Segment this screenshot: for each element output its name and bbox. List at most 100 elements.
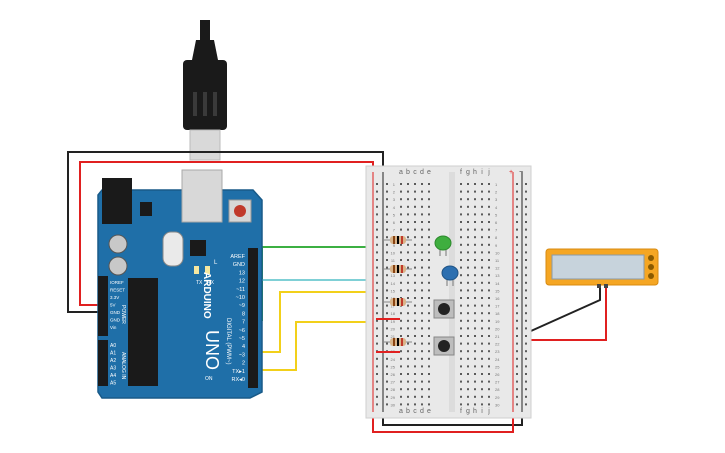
breadboard-hole[interactable] xyxy=(428,266,430,269)
header-analog[interactable] xyxy=(98,340,108,386)
breadboard-hole[interactable] xyxy=(421,312,423,315)
breadboard-hole[interactable] xyxy=(525,266,527,269)
breadboard-hole[interactable] xyxy=(407,403,409,406)
breadboard-hole[interactable] xyxy=(386,327,388,330)
breadboard-hole[interactable] xyxy=(525,403,527,406)
breadboard-hole[interactable] xyxy=(414,274,416,277)
breadboard-hole[interactable] xyxy=(460,342,462,345)
breadboard-hole[interactable] xyxy=(428,221,430,223)
breadboard-hole[interactable] xyxy=(386,304,388,307)
breadboard-hole[interactable] xyxy=(488,259,490,261)
breadboard-hole[interactable] xyxy=(516,403,518,406)
breadboard-hole[interactable] xyxy=(428,312,430,315)
breadboard-hole[interactable] xyxy=(516,274,518,277)
breadboard-hole[interactable] xyxy=(474,213,476,216)
breadboard-hole[interactable] xyxy=(386,243,388,246)
breadboard-hole[interactable] xyxy=(428,289,430,292)
breadboard-hole[interactable] xyxy=(414,243,416,246)
breadboard-hole[interactable] xyxy=(474,304,476,307)
breadboard-hole[interactable] xyxy=(488,266,490,269)
breadboard-hole[interactable] xyxy=(481,297,483,299)
breadboard-hole[interactable] xyxy=(467,281,469,284)
breadboard-hole[interactable] xyxy=(414,395,416,398)
breadboard-hole[interactable] xyxy=(525,319,527,322)
breadboard-hole[interactable] xyxy=(376,198,378,201)
breadboard-hole[interactable] xyxy=(467,342,469,345)
breadboard-hole[interactable] xyxy=(376,228,378,231)
breadboard-hole[interactable] xyxy=(474,190,476,193)
breadboard-hole[interactable] xyxy=(386,274,388,277)
breadboard-hole[interactable] xyxy=(488,243,490,246)
breadboard-hole[interactable] xyxy=(400,213,402,216)
breadboard-hole[interactable] xyxy=(421,221,423,223)
breadboard-hole[interactable] xyxy=(376,213,378,216)
breadboard-hole[interactable] xyxy=(467,243,469,246)
breadboard-hole[interactable] xyxy=(467,297,469,299)
breadboard-hole[interactable] xyxy=(525,205,527,208)
breadboard-hole[interactable] xyxy=(474,259,476,261)
breadboard-hole[interactable] xyxy=(481,327,483,330)
power-jack[interactable] xyxy=(102,178,132,224)
breadboard-hole[interactable] xyxy=(386,357,388,360)
breadboard-hole[interactable] xyxy=(386,259,388,261)
breadboard-hole[interactable] xyxy=(400,395,402,398)
breadboard-hole[interactable] xyxy=(421,289,423,292)
breadboard-hole[interactable] xyxy=(525,365,527,368)
breadboard-hole[interactable] xyxy=(481,213,483,216)
breadboard-hole[interactable] xyxy=(400,190,402,193)
breadboard-hole[interactable] xyxy=(474,403,476,406)
breadboard-hole[interactable] xyxy=(421,266,423,269)
breadboard-hole[interactable] xyxy=(400,388,402,391)
breadboard-hole[interactable] xyxy=(474,342,476,345)
breadboard-hole[interactable] xyxy=(516,335,518,337)
breadboard-hole[interactable] xyxy=(460,319,462,322)
header-digital[interactable] xyxy=(248,248,258,388)
breadboard-hole[interactable] xyxy=(525,304,527,307)
breadboard-hole[interactable] xyxy=(407,198,409,201)
breadboard-hole[interactable] xyxy=(428,327,430,330)
breadboard-hole[interactable] xyxy=(386,281,388,284)
breadboard-hole[interactable] xyxy=(516,342,518,345)
breadboard-hole[interactable] xyxy=(516,243,518,246)
breadboard-hole[interactable] xyxy=(407,342,409,345)
breadboard-hole[interactable] xyxy=(414,312,416,315)
breadboard-hole[interactable] xyxy=(474,205,476,208)
breadboard-hole[interactable] xyxy=(376,312,378,315)
breadboard-hole[interactable] xyxy=(400,312,402,315)
breadboard-hole[interactable] xyxy=(376,221,378,223)
breadboard-hole[interactable] xyxy=(460,183,462,185)
breadboard-hole[interactable] xyxy=(376,289,378,292)
breadboard-hole[interactable] xyxy=(488,221,490,223)
breadboard-hole[interactable] xyxy=(525,312,527,315)
breadboard-hole[interactable] xyxy=(386,342,388,345)
breadboard-hole[interactable] xyxy=(386,236,388,239)
breadboard-hole[interactable] xyxy=(407,213,409,216)
breadboard-hole[interactable] xyxy=(525,380,527,383)
breadboard-hole[interactable] xyxy=(414,205,416,208)
breadboard-hole[interactable] xyxy=(488,236,490,239)
breadboard-hole[interactable] xyxy=(488,183,490,185)
breadboard-hole[interactable] xyxy=(474,221,476,223)
breadboard-hole[interactable] xyxy=(481,274,483,277)
breadboard-hole[interactable] xyxy=(481,236,483,239)
breadboard-hole[interactable] xyxy=(516,297,518,299)
breadboard-hole[interactable] xyxy=(481,228,483,231)
breadboard-hole[interactable] xyxy=(407,350,409,353)
breadboard-hole[interactable] xyxy=(400,289,402,292)
breadboard-hole[interactable] xyxy=(407,312,409,315)
breadboard-hole[interactable] xyxy=(386,213,388,216)
breadboard-hole[interactable] xyxy=(481,357,483,360)
breadboard-hole[interactable] xyxy=(460,304,462,307)
breadboard-hole[interactable] xyxy=(460,350,462,353)
breadboard-hole[interactable] xyxy=(407,281,409,284)
breadboard-hole[interactable] xyxy=(481,183,483,185)
breadboard-hole[interactable] xyxy=(421,259,423,261)
breadboard-hole[interactable] xyxy=(414,403,416,406)
breadboard-hole[interactable] xyxy=(386,251,388,254)
breadboard-hole[interactable] xyxy=(421,365,423,368)
breadboard-hole[interactable] xyxy=(414,388,416,391)
breadboard-hole[interactable] xyxy=(428,342,430,345)
breadboard-hole[interactable] xyxy=(481,350,483,353)
breadboard-hole[interactable] xyxy=(386,373,388,375)
breadboard-hole[interactable] xyxy=(386,183,388,185)
